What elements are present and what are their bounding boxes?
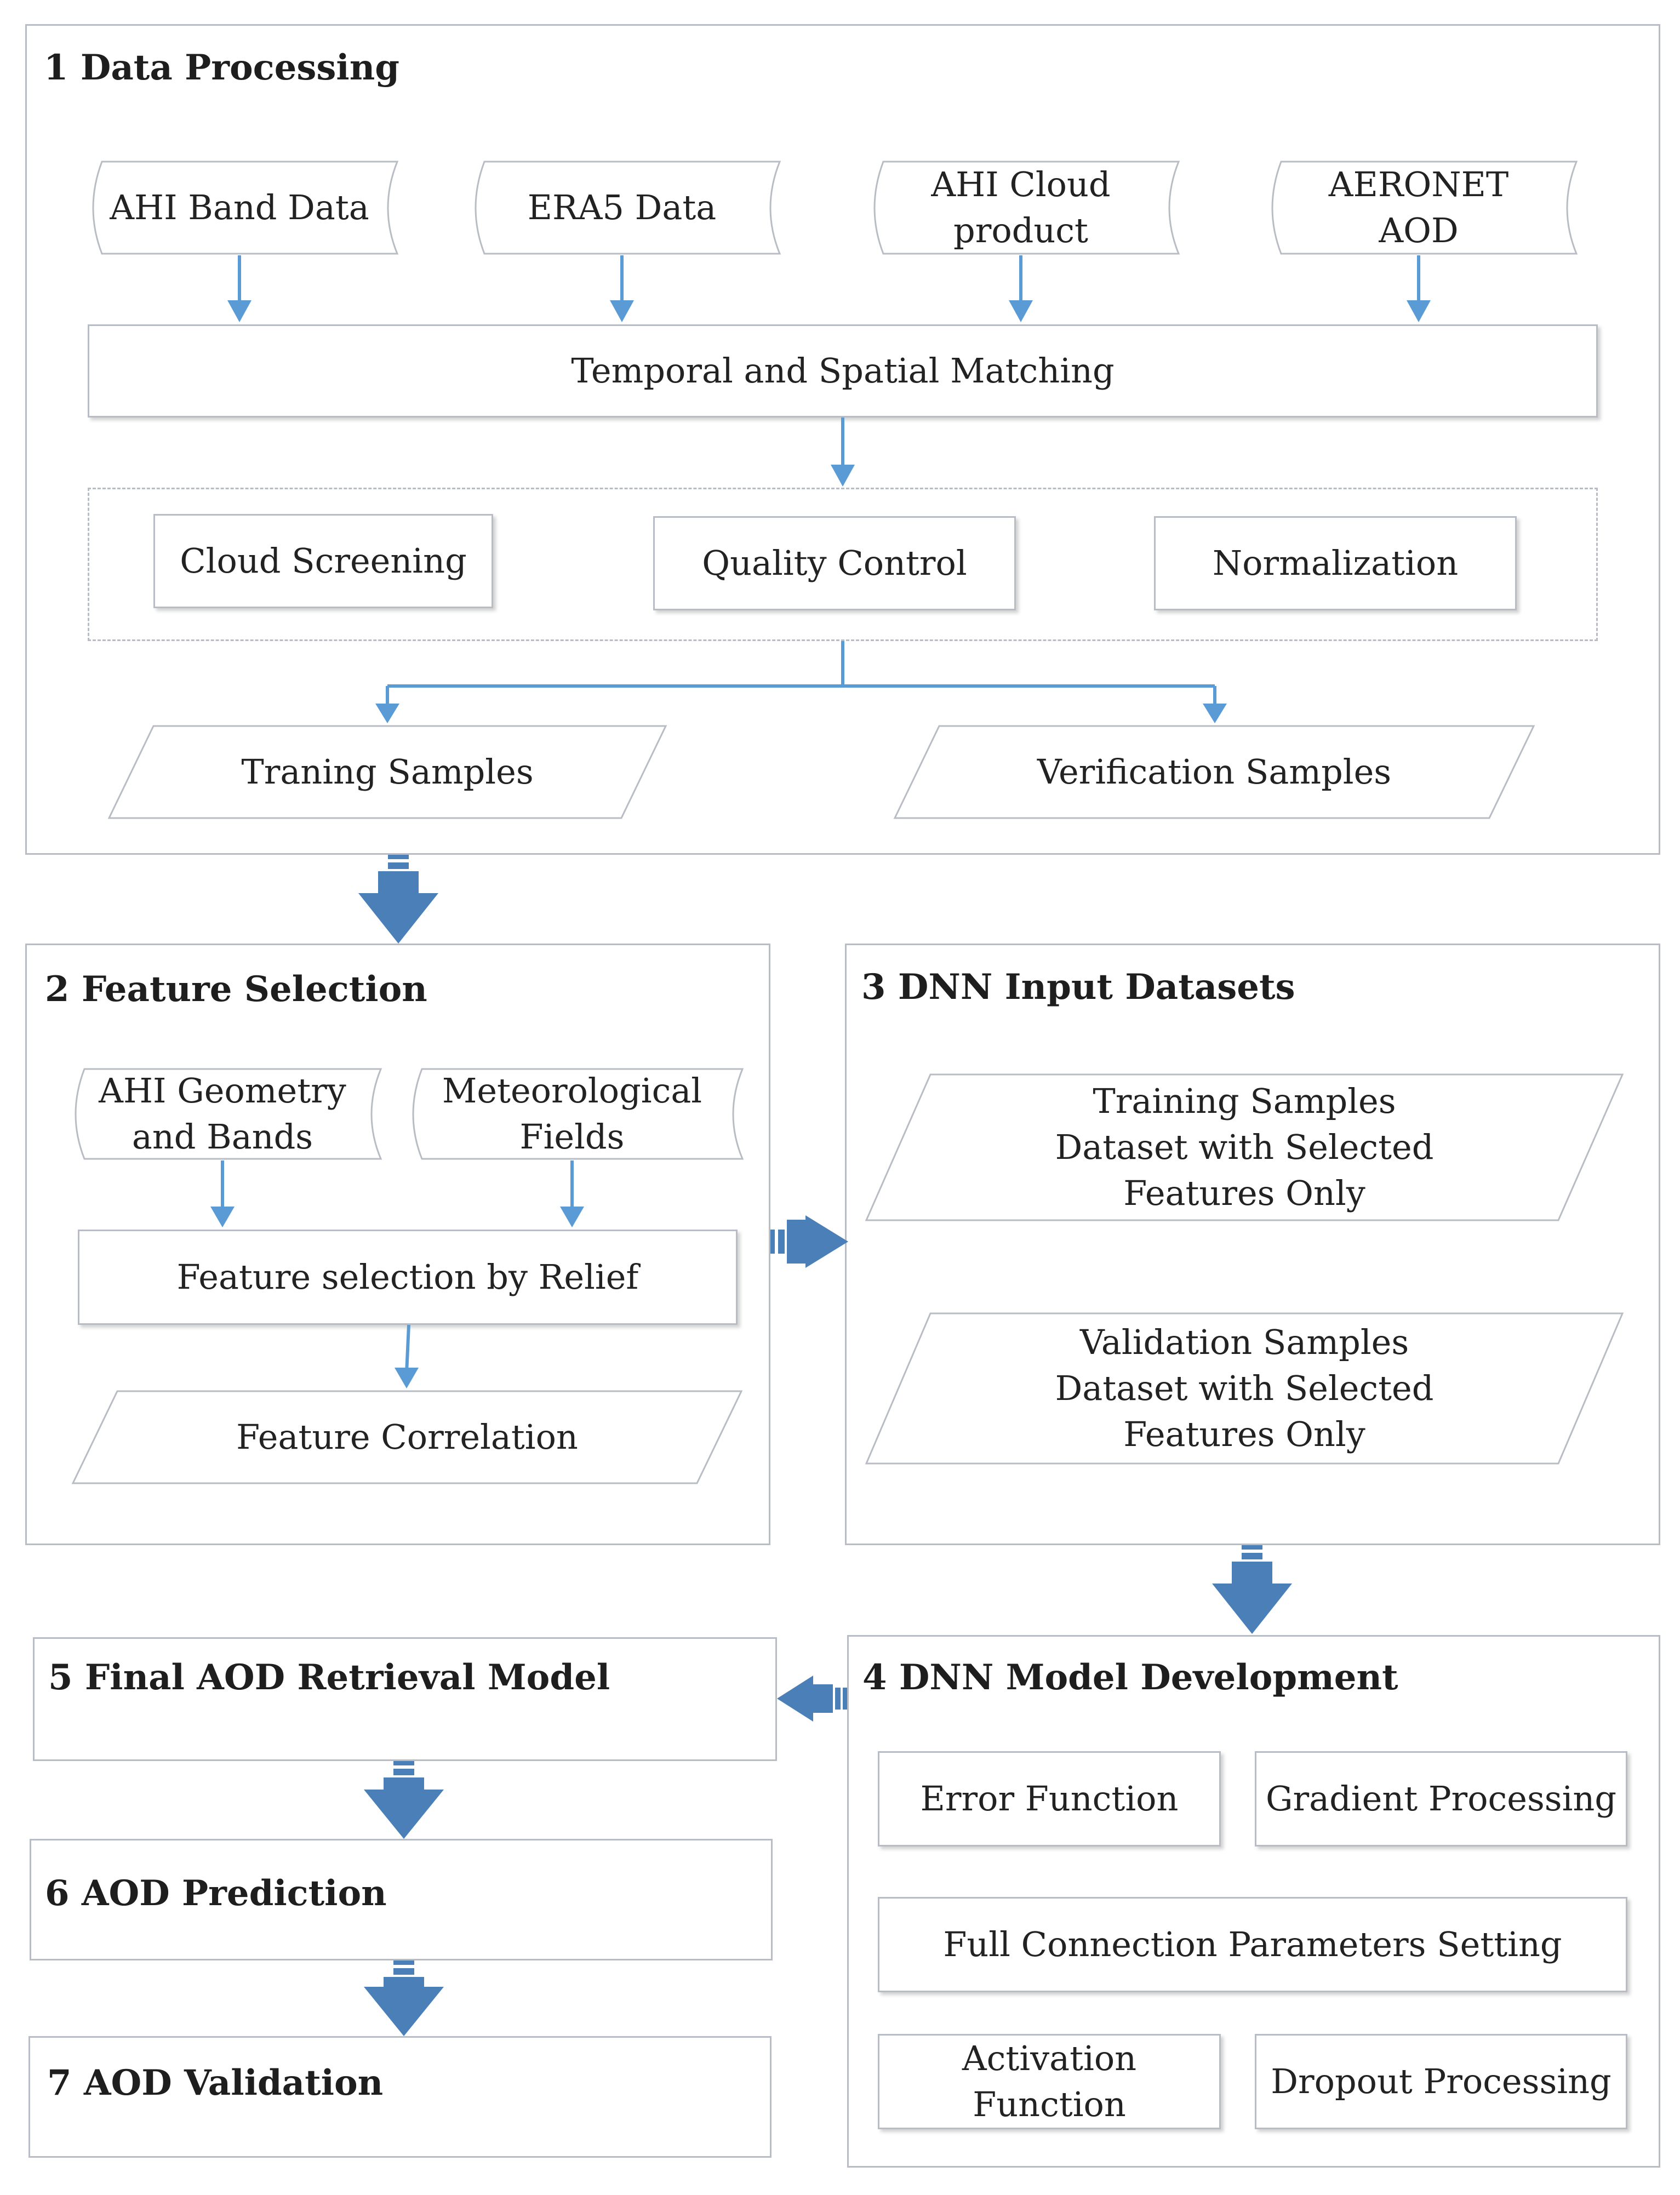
section-title-feature-selection: 2 Feature Selection: [45, 969, 427, 1010]
full-connection-parameters: Full Connection Parameters Setting: [878, 1897, 1627, 1992]
dropout-processing: Dropout Processing: [1255, 2034, 1627, 2129]
cloud-screening: Cloud Screening: [153, 514, 493, 608]
input-aeronet-aod: AERONET AOD: [1259, 160, 1578, 255]
validation-dataset: Validation Samples Dataset with Selected…: [865, 1312, 1624, 1465]
section-title-aod-prediction: 6 AOD Prediction: [45, 1873, 387, 1914]
input-ahi-cloud-product: AHI Cloud product: [861, 160, 1180, 255]
section-aod-validation: [28, 2036, 772, 2158]
feature-selection-relief: Feature selection by Relief: [78, 1230, 738, 1325]
activation-function: Activation Function: [878, 2034, 1221, 2129]
input-ahi-band-data: AHI Band Data: [80, 160, 399, 255]
section-aod-prediction: [30, 1839, 773, 1960]
input-era5-data: ERA5 Data: [462, 160, 781, 255]
input-ahi-geometry-bands: AHI Geometry and Bands: [62, 1067, 382, 1161]
normalization: Normalization: [1154, 516, 1517, 610]
section-title-data-processing: 1 Data Processing: [44, 47, 399, 88]
input-meteorological-fields: Meteorological Fields: [400, 1067, 744, 1161]
block-arrow-5-to-6: [364, 1761, 444, 1839]
preprocessing-group: [88, 488, 1598, 641]
section-title-aod-validation: 7 AOD Validation: [47, 2062, 384, 2103]
section-title-final-model: 5 Final AOD Retrieval Model: [48, 1657, 610, 1698]
block-arrow-2-to-3: [770, 1215, 848, 1268]
block-arrow-4-to-5: [777, 1676, 847, 1722]
quality-control: Quality Control: [653, 516, 1016, 610]
feature-correlation: Feature Correlation: [71, 1390, 743, 1485]
temporal-spatial-matching: Temporal and Spatial Matching: [88, 324, 1598, 418]
section-final-aod-retrieval-model: [33, 1637, 777, 1761]
block-arrow-1-to-2: [358, 855, 438, 944]
section-title-dnn-model: 4 DNN Model Development: [862, 1657, 1398, 1698]
section-title-dnn-input: 3 DNN Input Datasets: [861, 967, 1295, 1008]
output-training-samples: Traning Samples: [107, 724, 667, 820]
gradient-processing: Gradient Processing: [1255, 1751, 1627, 1847]
block-arrow-6-to-7: [364, 1960, 444, 2036]
block-arrow-3-to-4: [1212, 1545, 1292, 1634]
training-dataset: Training Samples Dataset with Selected F…: [865, 1073, 1624, 1222]
output-verification-samples: Verification Samples: [893, 724, 1535, 820]
error-function: Error Function: [878, 1751, 1221, 1847]
